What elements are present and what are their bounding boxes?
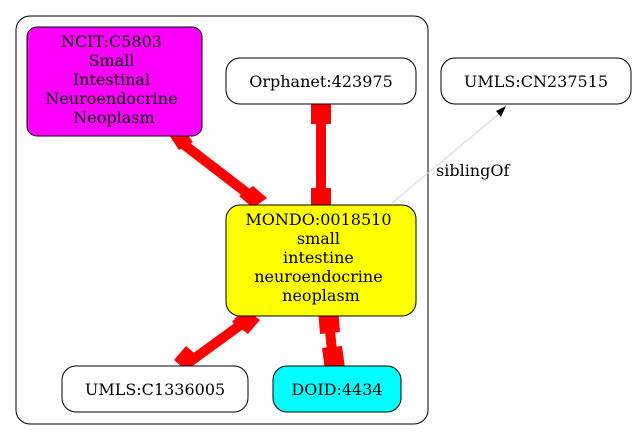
node-mondo-box	[225, 204, 417, 317]
node-ncit-line-4: Neuroendocrine	[45, 89, 177, 108]
node-ncit: NCIT:C5803 Small Intestinal Neuroendocri…	[26, 26, 203, 137]
node-mondo-line-1: MONDO:0018510	[245, 210, 391, 229]
node-orphanet-box	[225, 57, 417, 105]
svg-text:NCIT:C5803 Small I: NCIT:C5803 Small Intestinal Neuroendocri…	[45, 32, 182, 127]
node-umls-c: UMLS:C1336005	[61, 365, 249, 413]
node-ncit-line-5: Neoplasm	[73, 108, 154, 127]
edge-ncit-mondo	[174, 136, 260, 204]
sibling-edge-label: siblingOf	[436, 161, 510, 180]
node-orphanet: Orphanet:423975	[225, 57, 417, 105]
node-mondo-line-2: small	[297, 229, 340, 248]
node-umls-cn-box	[440, 57, 632, 105]
node-ncit-box	[26, 26, 203, 137]
sibling-arrowhead	[496, 106, 506, 117]
edge-ncit-mondo-end-b	[239, 186, 267, 208]
node-ncit-line-3: Intestinal	[73, 70, 150, 89]
node-doid-label: DOID:4434	[291, 380, 382, 399]
node-doid-box	[272, 365, 402, 413]
svg-text:MONDO:0018510 small: MONDO:0018510 small intestine neuroendoc…	[245, 210, 396, 305]
cluster-box	[15, 15, 429, 425]
node-umls-cn: UMLS:CN237515	[440, 57, 632, 105]
node-mondo-line-3: intestine	[283, 248, 354, 267]
edge-mondo-doid-end-b	[322, 346, 345, 370]
node-doid: DOID:4434	[272, 365, 402, 413]
node-ncit-line-1: NCIT:C5803	[61, 32, 162, 51]
node-umls-c-label: UMLS:C1336005	[85, 380, 225, 399]
node-mondo-line-5: neoplasm	[282, 286, 360, 305]
node-mondo-line-4: neuroendocrine	[254, 267, 383, 286]
node-umls-cn-label: UMLS:CN237515	[464, 72, 608, 91]
node-ncit-line-2: Small	[89, 51, 135, 70]
edge-orphanet-mondo-end-a	[311, 102, 331, 124]
node-mondo: MONDO:0018510 small intestine neuroendoc…	[225, 204, 417, 317]
node-orphanet-label: Orphanet:423975	[249, 72, 393, 91]
sibling-edge	[391, 106, 506, 204]
node-umls-c-box	[61, 365, 249, 413]
